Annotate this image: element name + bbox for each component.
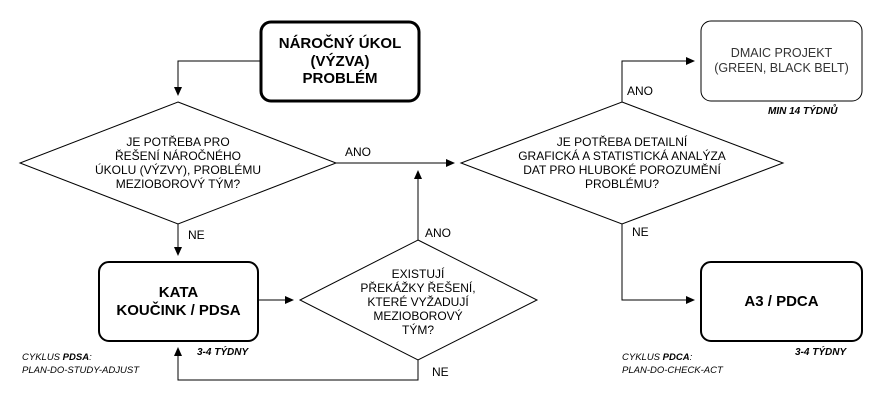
kata-line-1: KATA	[158, 283, 199, 301]
decision-analysis-line-3: DAT PRO HLUBOKÉ POROZUMĚNÍ	[523, 163, 721, 177]
start-box: NÁROČNÝ ÚKOL (VÝZVA) PROBLÉM	[261, 22, 419, 101]
a3-box-shape	[700, 261, 863, 342]
duration-a3: 3-4 TÝDNY	[795, 347, 847, 358]
connector-start-to-team	[174, 60, 261, 96]
edge-label-obstacles-yes: ANO	[425, 226, 452, 240]
decision-obstacles-line-5: TÝM?	[401, 323, 434, 338]
cycle-pdsa-steps: PLAN-DO-STUDY-ADJUST	[22, 364, 139, 376]
edge-label-team-no: NE	[188, 228, 205, 242]
kata-box-shape	[98, 261, 259, 342]
cycle-pdca-prefix: CYKLUS	[622, 352, 663, 363]
dmaic-box-shape	[700, 20, 863, 102]
connector-analysis-no	[621, 224, 695, 304]
decision-obstacles: EXISTUJÍ PŘEKÁŽKY ŘEŠENÍ, KTERÉ VYŽADUJÍ…	[338, 254, 498, 350]
duration-dmaic: MIN 14 TÝDNŮ	[768, 106, 838, 117]
decision-obstacles-line-1: EXISTUJÍ	[391, 266, 445, 281]
edge-label-analysis-yes: ANO	[627, 84, 654, 98]
edge-label-team-yes: ANO	[345, 145, 372, 159]
connector-obstacles-no	[174, 347, 419, 381]
decision-team-line-2: ŘEŠENÍ NÁROČNÉHO	[114, 148, 242, 163]
decision-team: JE POTŘEBA PRO ŘEŠENÍ NÁROČNÉHO ÚKOLU (V…	[60, 118, 296, 208]
cycle-pdca-name: PDCA	[662, 352, 690, 363]
cycle-pdsa-prefix: CYKLUS	[22, 352, 63, 363]
a3-box: A3 / PDCA	[701, 262, 862, 341]
kata-line-2: KOUČINK / PDSA	[116, 301, 241, 319]
kata-box: KATA KOUČINK / PDSA	[99, 262, 258, 341]
edge-label-analysis-no: NE	[632, 225, 649, 239]
a3-line-1: A3 / PDCA	[744, 292, 819, 310]
dmaic-box: DMAIC PROJEKT (GREEN, BLACK BELT)	[701, 21, 862, 101]
duration-kata: 3-4 TÝDNY	[197, 347, 249, 358]
decision-analysis: JE POTŘEBA DETAILNÍ GRAFICKÁ A STATISTIC…	[482, 118, 762, 208]
decision-analysis-line-2: GRAFICKÁ A STATISTICKÁ ANALÝZA	[518, 148, 726, 163]
edge-label-obstacles-no: NE	[432, 365, 449, 379]
decision-analysis-line-4: PROBLÉMU?	[584, 177, 659, 192]
decision-analysis-line-1: JE POTŘEBA DETAILNÍ	[556, 134, 688, 149]
connector-analysis-yes	[621, 57, 695, 102]
decision-team-line-4: MEZIOBOROVÝ TÝM?	[115, 177, 241, 192]
decision-obstacles-line-3: KTERÉ VYŽADUJÍ	[367, 294, 469, 309]
start-line-3: PROBLÉM	[302, 70, 378, 88]
decision-obstacles-line-2: PŘEKÁŽKY ŘEŠENÍ,	[360, 280, 476, 295]
dmaic-line-1: DMAIC PROJEKT	[730, 46, 833, 61]
cycle-pdsa-name: PDSA	[62, 352, 90, 363]
start-line-1: NÁROČNÝ ÚKOL	[278, 34, 402, 52]
cycle-note-pdsa: CYKLUS PDSA: PLAN-DO-STUDY-ADJUST	[22, 352, 139, 378]
dmaic-line-2: (GREEN, BLACK BELT)	[714, 61, 849, 75]
cycle-pdca-steps: PLAN-DO-CHECK-ACT	[622, 364, 723, 376]
start-line-2: (VÝZVA)	[310, 52, 370, 70]
decision-team-line-3: ÚKOLU (VÝZVY), PROBLÉMU	[94, 163, 262, 177]
decision-obstacles-line-4: MEZIOBOROVÝ	[373, 309, 463, 324]
decision-team-line-1: JE POTŘEBA PRO	[126, 134, 230, 149]
cycle-pdsa-suffix: :	[89, 352, 92, 363]
cycle-pdca-suffix: :	[689, 352, 693, 363]
cycle-note-pdca: CYKLUS PDCA: PLAN-DO-CHECK-ACT	[622, 352, 723, 378]
